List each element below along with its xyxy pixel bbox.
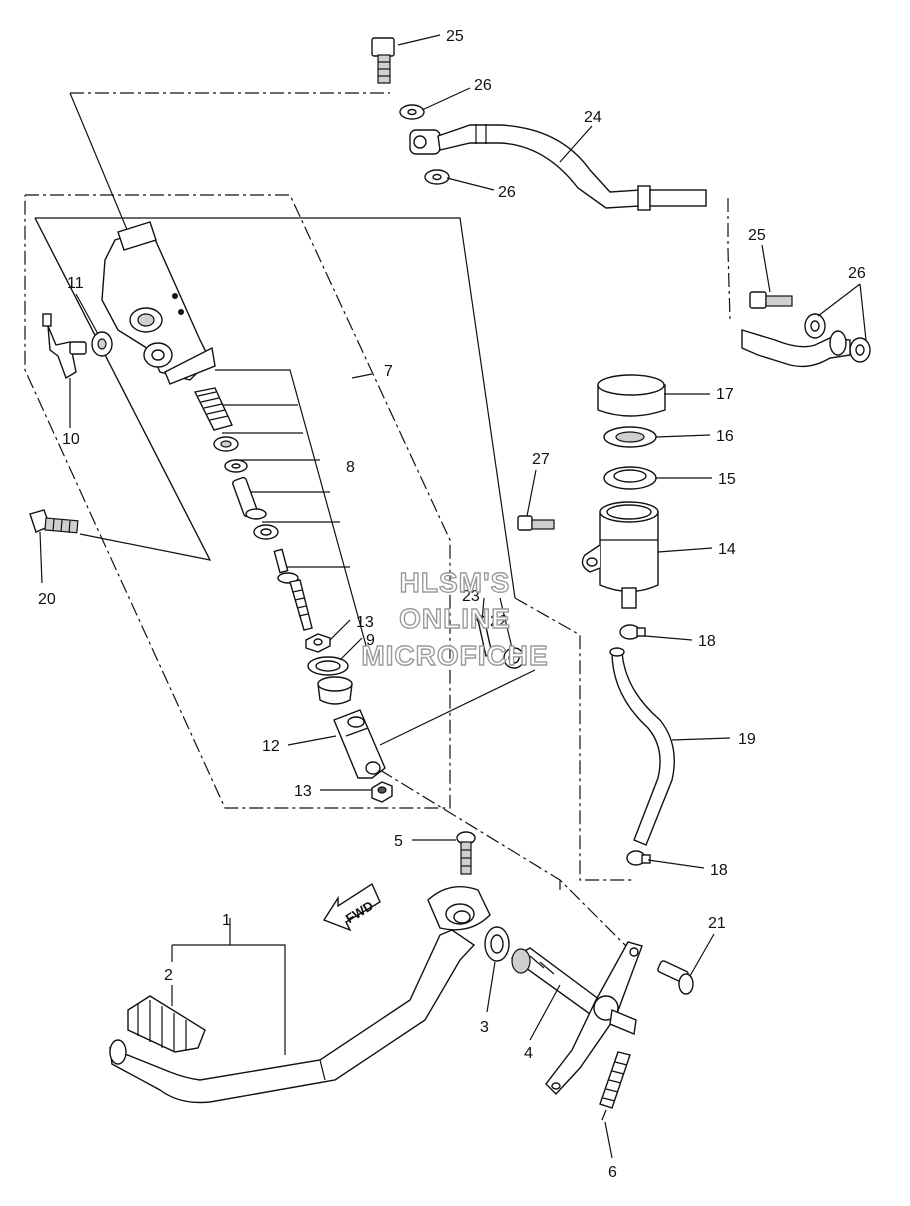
clevis-pin <box>657 960 694 995</box>
callout-25-top: 25 <box>446 28 464 45</box>
copper-washers-top <box>399 104 450 185</box>
callout-5: 5 <box>394 833 403 850</box>
callout-1: 1 <box>222 912 231 929</box>
banjo-bolt-right-set <box>741 291 871 368</box>
assembly-outline-frames <box>24 92 731 961</box>
reservoir-diaphragm <box>603 466 657 490</box>
watermark: HLSM'S ONLINE MICROFICHE <box>361 566 549 671</box>
brake-pedal <box>109 886 491 1104</box>
banjo-bolt-top <box>371 37 395 84</box>
piston-washer <box>224 459 248 473</box>
dust-boot <box>317 676 353 705</box>
piston-spring <box>193 387 233 431</box>
callout-10: 10 <box>62 431 80 448</box>
callout-18-lower: 18 <box>710 862 728 879</box>
piston-cup-seal <box>213 436 239 452</box>
piston <box>232 476 267 520</box>
callout-20: 20 <box>38 591 56 608</box>
callout-8: 8 <box>346 459 355 476</box>
callout-27: 27 <box>532 451 550 468</box>
callout-26-lower: 26 <box>498 184 516 201</box>
return-spring <box>599 1051 631 1121</box>
callout-26-top: 26 <box>474 77 492 94</box>
hose-clamp-upper <box>619 624 646 640</box>
callout-numbers: 25 26 26 24 25 26 17 16 15 14 27 18 19 1… <box>38 28 866 1181</box>
callout-23: 23 <box>462 588 480 605</box>
callout-21: 21 <box>708 915 726 932</box>
callout-22: 22 <box>490 613 508 630</box>
reservoir-cap <box>597 374 666 417</box>
watermark-line-1: HLSM'S <box>400 567 511 598</box>
callout-12: 12 <box>262 738 280 755</box>
callout-3: 3 <box>480 1019 489 1036</box>
callout-7: 7 <box>384 363 393 380</box>
mounting-bolt <box>29 509 79 534</box>
reservoir-tank <box>581 501 659 609</box>
callout-6: 6 <box>608 1164 617 1181</box>
master-cylinder-body <box>101 221 216 385</box>
callout-13-upper: 13 <box>356 614 374 631</box>
pin-washer <box>503 647 525 669</box>
callout-2: 2 <box>164 967 173 984</box>
circlip <box>307 656 349 676</box>
bleed-valve-assembly <box>42 313 113 380</box>
callout-9: 9 <box>366 632 375 649</box>
brake-shaft-arm <box>510 941 643 1096</box>
pedal-rubber <box>127 995 206 1053</box>
callout-26-right: 26 <box>848 265 866 282</box>
shaft-washer <box>484 926 510 962</box>
callout-19: 19 <box>738 731 756 748</box>
reference-lines <box>34 92 536 746</box>
hose-clamp-lower <box>626 850 651 866</box>
callout-leaders <box>39 34 867 1159</box>
pedal-pinch-bolt <box>456 831 476 875</box>
brake-hose <box>409 124 707 211</box>
lock-nut-upper <box>305 633 331 653</box>
callout-16: 16 <box>716 428 734 445</box>
callout-17: 17 <box>716 386 734 403</box>
callout-18-upper: 18 <box>698 633 716 650</box>
forward-direction-badge: FWD <box>322 882 381 932</box>
piston-retaining-washer <box>253 524 279 540</box>
watermark-line-2: ONLINE <box>399 603 511 634</box>
lock-nut-lower <box>371 781 393 803</box>
callout-13-lower: 13 <box>294 783 312 800</box>
clevis <box>333 709 386 779</box>
callout-14: 14 <box>718 541 736 558</box>
callout-24: 24 <box>584 109 602 126</box>
callout-11: 11 <box>67 275 84 292</box>
reservoir-diaphragm-plate <box>603 426 657 448</box>
push-rod <box>273 548 313 631</box>
watermark-line-3: MICROFICHE <box>361 640 548 671</box>
callout-15: 15 <box>718 471 736 488</box>
callout-25-right: 25 <box>748 227 766 244</box>
reservoir-hose <box>609 647 675 846</box>
callout-4: 4 <box>524 1045 533 1062</box>
reservoir-bolt <box>517 515 555 531</box>
